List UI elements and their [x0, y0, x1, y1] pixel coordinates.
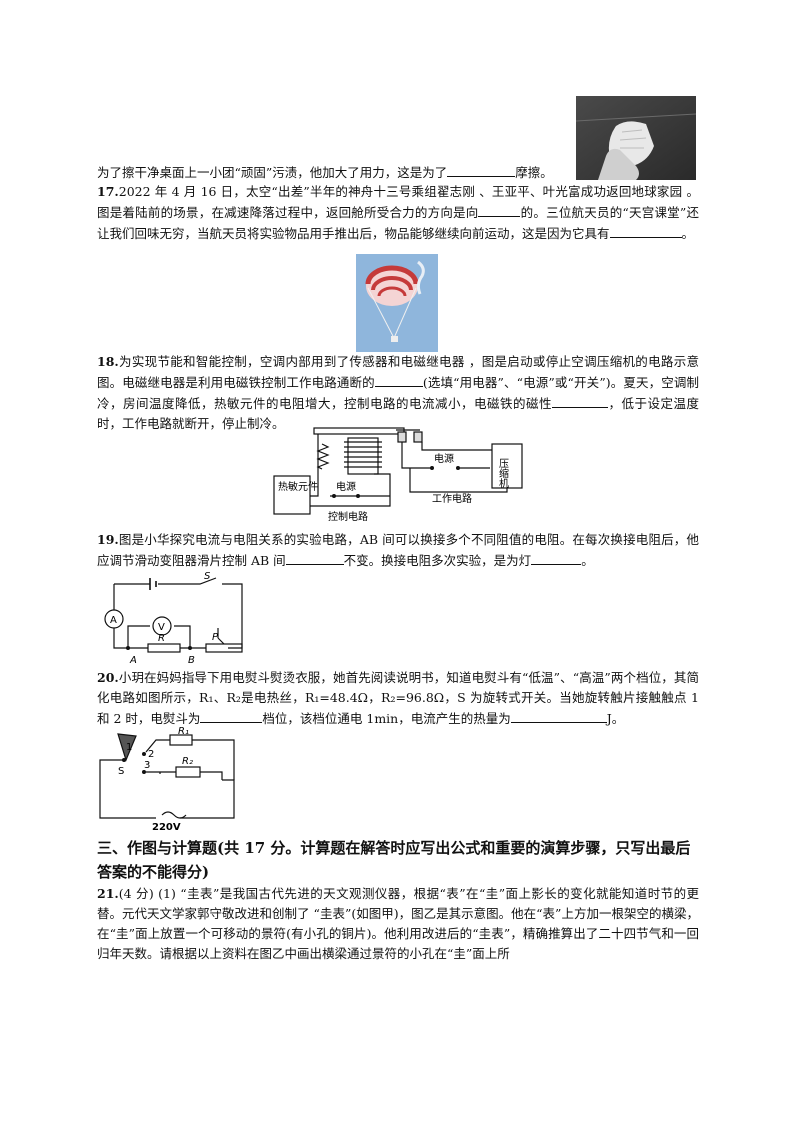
- q21: 21.(4 分) (1) “圭表”是我国古代先进的天文观测仪器，根据“表”在“圭…: [97, 884, 699, 964]
- q17-blank-2[interactable]: [609, 223, 682, 238]
- r1-label: R₁: [178, 726, 189, 737]
- q18-number: 18.: [97, 354, 119, 369]
- q18-text: 为实现节能和智能控制，空调内部用到了传感器和电磁继电器 ，图是启动或停止空调压缩…: [97, 354, 699, 390]
- node-b-label: B: [188, 655, 195, 666]
- switch-label: S: [204, 571, 211, 582]
- q16-after: 摩擦。: [515, 165, 553, 180]
- q19-mid: 不变。换接电阻多次实验，是为灯: [343, 553, 532, 568]
- q19-end: 。: [581, 553, 594, 568]
- section-3-title: 三、作图与计算题(共 17 分。计算题在解答时应写出公式和重要的演算步骤，只写出…: [97, 839, 691, 881]
- voltage-label: 220V: [152, 822, 181, 833]
- r2-label: R₂: [182, 756, 193, 767]
- relay-power-label-2: 电源: [336, 480, 356, 493]
- q19-number: 19.: [97, 532, 119, 547]
- ammeter-label: A: [110, 615, 117, 626]
- resistor-experiment-circuit: S A V R P A B: [100, 570, 250, 666]
- compressor-label: 压缩机: [497, 458, 509, 489]
- q17-blank-1[interactable]: [478, 202, 521, 217]
- q21-number: 21.: [97, 886, 119, 901]
- q18-blank-1[interactable]: [374, 372, 423, 387]
- q16-text: 为了擦干净桌面上一小团“顽固”污渍，他加大了用力，这是为了: [97, 165, 448, 180]
- q16-tail: 为了擦干净桌面上一小团“顽固”污渍，他加大了用力，这是为了 摩擦。: [97, 162, 699, 183]
- q19-blank-1[interactable]: [285, 550, 344, 565]
- q18-blank-2[interactable]: [551, 393, 608, 408]
- q18: 18.为实现节能和智能控制，空调内部用到了传感器和电磁继电器 ，图是启动或停止空…: [97, 352, 699, 434]
- q17-text: 2022 年 4 月 16 日，太空“出差”半年的神舟十三号乘组翟志刚 、王亚平…: [97, 184, 699, 220]
- q20-mid: 档位，该档位通电 1min，电流产生的热量为: [262, 711, 511, 726]
- q19-text: 图是小华探究电流与电阻关系的实验电路，AB 间可以换接多个不同阻值的电阻。在每次…: [97, 532, 699, 568]
- q19: 19.图是小华探究电流与电阻关系的实验电路，AB 间可以换接多个不同阻值的电阻。…: [97, 530, 699, 571]
- q20-number: 20.: [97, 670, 119, 685]
- hand-wiping-photo: [575, 96, 697, 180]
- node-a-label: A: [129, 655, 137, 666]
- rotary-switch-label: S: [118, 766, 124, 777]
- relay-power-label-1: 电源: [434, 452, 454, 465]
- contact-1-label: 1: [126, 742, 132, 753]
- work-circuit-label: 工作电路: [432, 492, 472, 505]
- parachute-photo: [356, 254, 438, 352]
- q17: 17.2022 年 4 月 16 日，太空“出差”半年的神舟十三号乘组翟志刚 、…: [97, 182, 699, 244]
- q17-mid: 的。三位航天员的“天宫课堂”还让我们回味无穷，当航天员将实验物品用手推出后，物品…: [97, 205, 699, 241]
- slider-label: P: [212, 632, 219, 643]
- q17-number: 17.: [97, 184, 119, 199]
- q20-blank-1[interactable]: [200, 708, 263, 723]
- voltmeter-label: V: [158, 622, 165, 633]
- q20: 20.小玥在妈妈指导下用电熨斗熨烫衣服，她首先阅读说明书，知道电熨斗有“低温”、…: [97, 668, 699, 729]
- q19-blank-2[interactable]: [531, 550, 582, 565]
- thermal-element-label: 热敏元件: [278, 480, 318, 493]
- control-circuit-label: 控制电路: [328, 510, 368, 523]
- q20-text: 小玥在妈妈指导下用电熨斗熨烫衣服，她首先阅读说明书，知道电熨斗有“低温”、“高温…: [97, 670, 699, 726]
- q18-mid: (选填“用电器”、“电源”或“开关”)。夏天，空调制冷，房间温度降低，热敏元件的…: [97, 375, 699, 411]
- iron-circuit-diagram: 1 2 3 S R₁ R₂ 220V: [96, 726, 246, 834]
- q18-end: ，低于设定温度时，工作电路就断开，停止制冷。: [97, 396, 699, 431]
- q20-end: J。: [606, 711, 625, 726]
- q20-blank-2[interactable]: [510, 708, 607, 723]
- contact-3-label: 3: [144, 760, 150, 771]
- q17-end: 。: [681, 226, 695, 241]
- q21-text: (4 分) (1) “圭表”是我国古代先进的天文观测仪器，根据“表”在“圭”面上…: [97, 886, 699, 961]
- relay-circuit-diagram: 电源 压缩机 热敏元件 电源 控制电路 工作电路: [270, 424, 530, 524]
- contact-2-label: 2: [148, 749, 154, 760]
- q16-answer-blank[interactable]: [447, 162, 516, 177]
- resistor-label: R: [158, 633, 165, 644]
